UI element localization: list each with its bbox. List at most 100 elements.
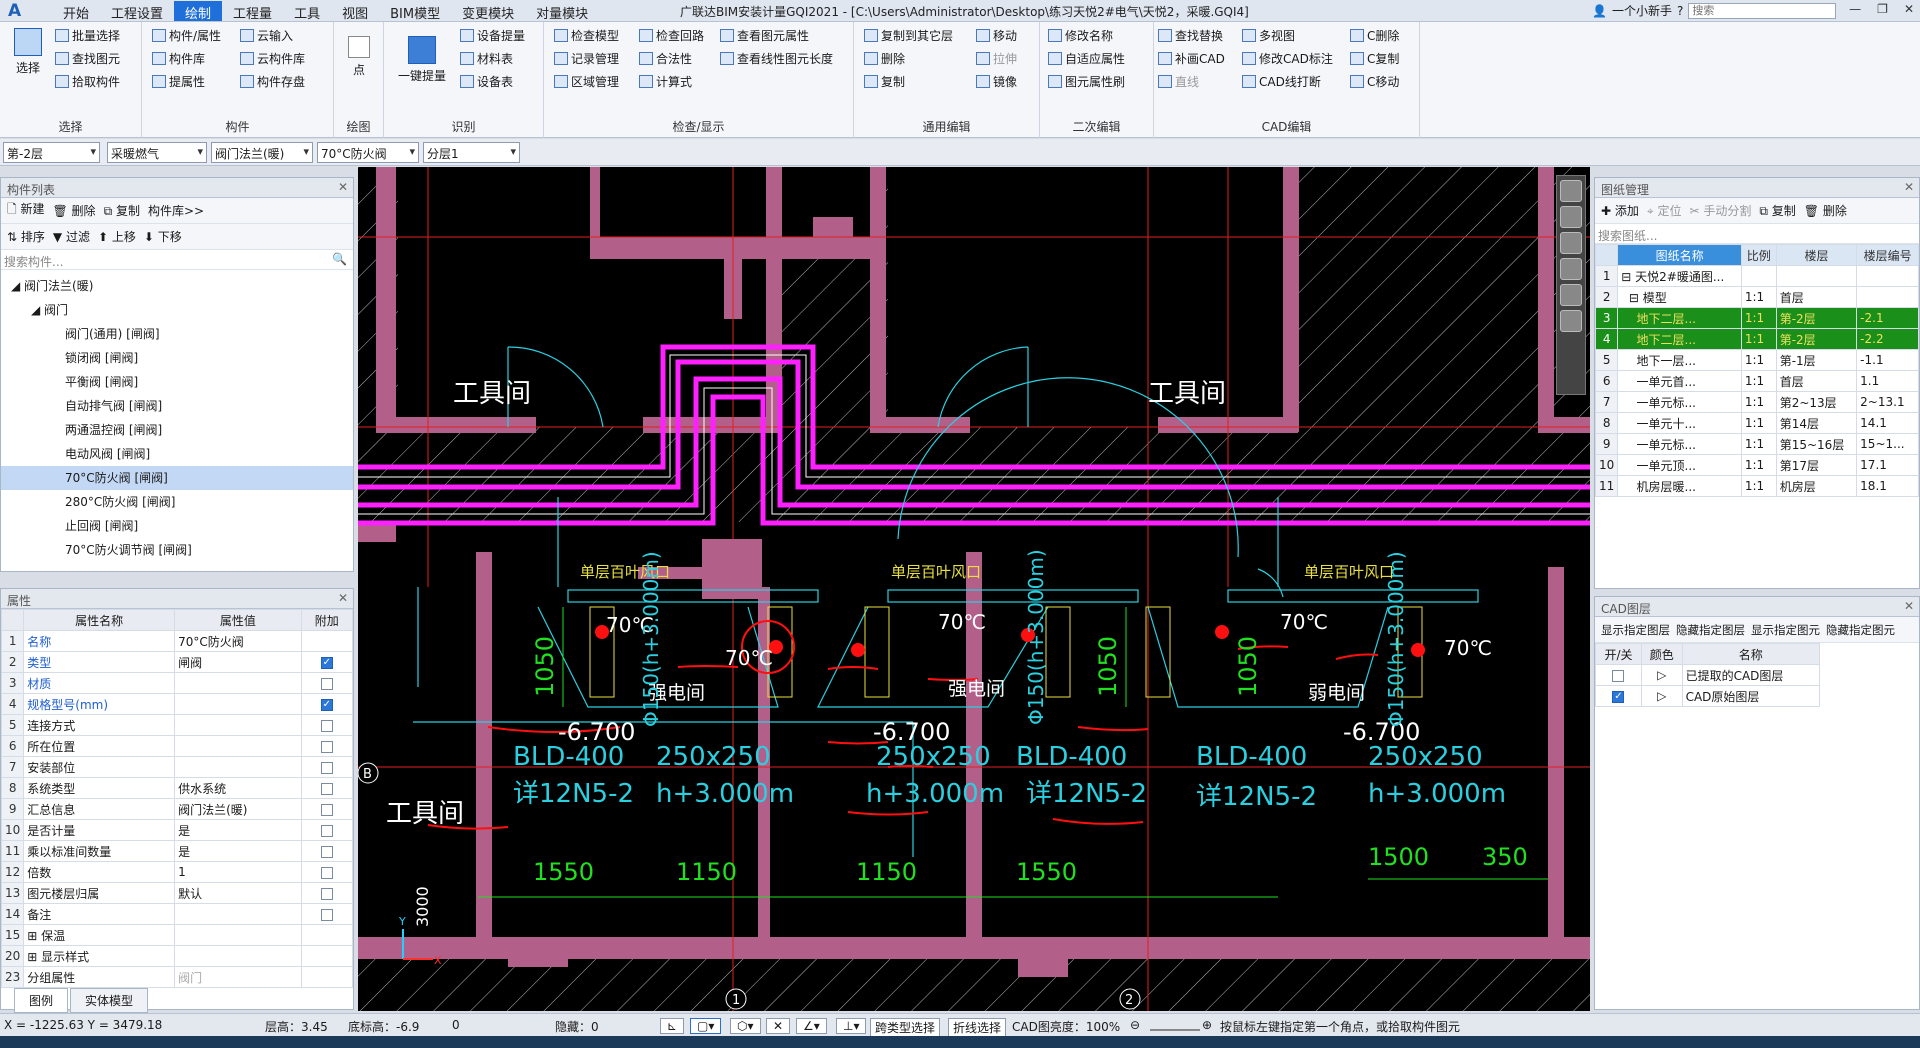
extra-checkbox[interactable]: ✓	[320, 698, 333, 711]
component-library-link[interactable]: 构件库>>	[147, 204, 205, 218]
floor-select[interactable]: 第-2层	[3, 142, 100, 163]
side-view-icon[interactable]	[1560, 258, 1582, 280]
extra-checkbox[interactable]: ✓	[320, 656, 333, 669]
tree-item[interactable]: 锁闭阀 [闸阀]	[65, 351, 139, 365]
new-button[interactable]: 🗋 新建	[7, 202, 45, 216]
property-value[interactable]	[174, 735, 302, 757]
tree-item[interactable]: 70°C防火阀 [闸阀]	[1, 466, 353, 490]
formula-button[interactable]: 计算式	[639, 72, 692, 90]
multi-view-button[interactable]: 多视图	[1242, 26, 1295, 44]
copy-drawing-button[interactable]: ⧉ 复制	[1759, 204, 1796, 218]
property-value[interactable]: 是	[174, 840, 302, 862]
copy-to-floor-button[interactable]: 复制到其它层	[864, 26, 953, 44]
user-name[interactable]: 一个小新手	[1611, 4, 1672, 18]
property-value[interactable]	[174, 924, 302, 946]
manual-split-button[interactable]: ✂ 手动分割	[1689, 204, 1752, 218]
property-value[interactable]	[174, 672, 302, 694]
property-value[interactable]: 供水系统	[174, 777, 302, 799]
tree-item[interactable]: 自动排气阀 [闸阀]	[65, 399, 163, 413]
area-manage-button[interactable]: 区域管理	[554, 72, 619, 90]
copy-component-button[interactable]: ⧉ 复制	[103, 204, 140, 218]
find-element-button[interactable]: 查找图元	[55, 49, 120, 67]
menu-item[interactable]: 工具	[294, 7, 321, 22]
view-linear-length-button[interactable]: 查看线性图元长度	[720, 49, 833, 67]
property-value[interactable]	[174, 756, 302, 778]
close-icon[interactable]: ✕	[337, 180, 348, 194]
component-search[interactable]: 搜索构件...🔍	[1, 250, 353, 270]
minimize-icon[interactable]: —	[1849, 2, 1862, 16]
extract-property-button[interactable]: 提属性	[152, 72, 205, 90]
extra-checkbox[interactable]	[320, 845, 333, 858]
cad-canvas[interactable]: 工具间 工具间 工具间 强电间 强电间 弱电间 70℃ 70℃ 70℃ 70℃ …	[358, 167, 1590, 1011]
extra-checkbox[interactable]	[320, 908, 333, 921]
delete-button[interactable]: 删除	[864, 49, 905, 67]
cross-type-select-button[interactable]: 跨类型选择	[870, 1018, 941, 1037]
top-view-icon[interactable]	[1560, 232, 1582, 254]
check-loop-button[interactable]: 检查回路	[639, 26, 704, 44]
property-value[interactable]: 70°C防火阀	[174, 630, 302, 652]
select-mode-toggle[interactable]: ▢▾	[690, 1018, 722, 1034]
view-element-property-button[interactable]: 查看图元属性	[720, 26, 809, 44]
brightness-plus-icon[interactable]: ⊕	[1202, 1018, 1213, 1032]
line-button[interactable]: 直线	[1158, 72, 1199, 90]
copy-button[interactable]: 复制	[864, 72, 905, 90]
extra-checkbox[interactable]	[320, 824, 333, 837]
expand-icon[interactable]: ▷	[1640, 685, 1683, 707]
tree-root[interactable]: ◢ 阀门法兰(暖)	[11, 279, 94, 293]
extra-checkbox[interactable]	[320, 677, 333, 690]
move-up-button[interactable]: ⬆ 上移	[97, 230, 136, 244]
line-mode-icon[interactable]: ⊥▾	[836, 1018, 867, 1034]
brightness-slider[interactable]	[1150, 1021, 1200, 1031]
select-button[interactable]: 选择	[6, 28, 50, 76]
property-value[interactable]: 1	[174, 861, 302, 883]
extra-checkbox[interactable]	[320, 887, 333, 900]
restore-icon[interactable]: ❐	[1877, 2, 1888, 16]
component-library-button[interactable]: 构件库	[152, 49, 205, 67]
property-row[interactable]: 20⊞ 显示样式	[0, 945, 354, 967]
record-manage-button[interactable]: 记录管理	[554, 49, 619, 67]
tree-item[interactable]: 280°C防火阀 [闸阀]	[65, 495, 176, 509]
hide-element-button[interactable]: 隐藏指定图元	[1826, 622, 1895, 637]
hide-layer-button[interactable]: 隐藏指定图层	[1676, 622, 1745, 637]
layer-row[interactable]: ▷已提取的CAD图层	[1595, 664, 1821, 686]
property-value[interactable]	[174, 945, 302, 967]
batch-select-button[interactable]: 批量选择	[55, 26, 120, 44]
redraw-cad-button[interactable]: 补画CAD	[1158, 49, 1225, 67]
equipment-quantity-button[interactable]: 设备提量	[460, 26, 525, 44]
menu-item[interactable]: 对量模块	[536, 7, 589, 22]
adaptive-property-button[interactable]: 自适应属性	[1048, 49, 1125, 67]
extra-checkbox[interactable]	[320, 719, 333, 732]
tree-item[interactable]: 平衡阀 [闸阀]	[65, 375, 139, 389]
component-property-button[interactable]: 构件/属性	[152, 26, 221, 44]
sort-button[interactable]: ⇅ 排序	[7, 230, 45, 244]
delete-component-button[interactable]: 🗑 删除	[52, 204, 96, 218]
drawing-row[interactable]: 1⊟ 天悦2#暖通图...	[1594, 265, 1919, 287]
c-move-button[interactable]: C移动	[1350, 72, 1399, 90]
col-floor-code[interactable]: 楼层编号	[1856, 244, 1919, 266]
move-button[interactable]: 移动	[976, 26, 1017, 44]
find-replace-button[interactable]: 查找替换	[1158, 26, 1223, 44]
col-scale[interactable]: 比例	[1740, 244, 1777, 266]
view-3d-icon[interactable]	[1560, 206, 1582, 228]
specialty-select[interactable]: 采暖燃气	[107, 142, 207, 163]
drawing-search[interactable]: 搜索图纸...	[1595, 224, 1919, 244]
check-model-button[interactable]: 检查模型	[554, 26, 619, 44]
menu-item[interactable]: 视图	[342, 7, 369, 22]
polyline-select-button[interactable]: 折线选择	[948, 1018, 1007, 1037]
tree-item[interactable]: 止回阀 [闸阀]	[65, 519, 139, 533]
